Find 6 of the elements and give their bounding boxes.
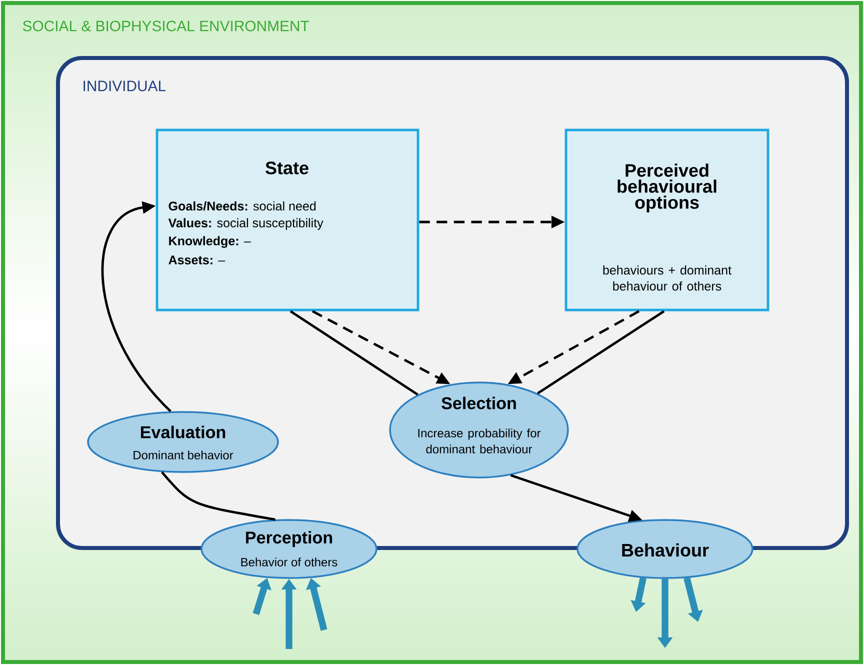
- connector-line: [290, 310, 418, 396]
- connector-line: [161, 471, 276, 521]
- arrow: [102, 201, 172, 412]
- process-box: State Goals/Needs: social need Values: social susceptibility Knowledge: – Assets: –: [156, 128, 420, 312]
- process-box: Perceived behavioural options behaviours + dominant behaviour of others: [564, 128, 770, 312]
- connector-line: [537, 310, 665, 394]
